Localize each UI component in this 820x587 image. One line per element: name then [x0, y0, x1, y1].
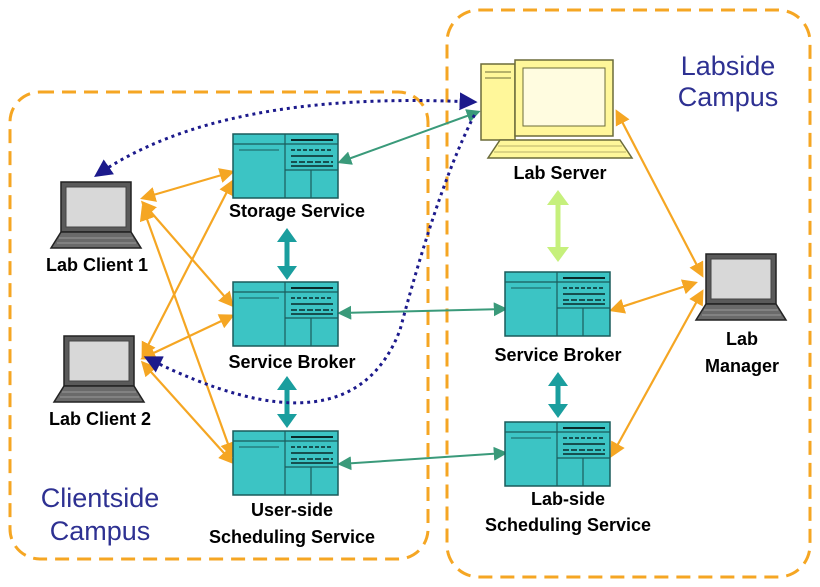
user-scheduling-rack-icon: [232, 430, 339, 496]
teal-vertical-arrows: [277, 228, 568, 428]
lab-client-2-laptop-icon: [53, 335, 145, 403]
service-broker-client-label: Service Broker: [228, 352, 355, 372]
clientside-campus-label-line1: Clientside: [41, 483, 160, 513]
clientside-campus-boundary: [8, 90, 430, 561]
labside-campus-label-line1: Labside: [681, 51, 776, 81]
service-broker-lab-label: Service Broker: [494, 345, 621, 365]
lab-manager-label-line2: Manager: [705, 356, 779, 376]
labside-campus-boundary: [445, 8, 812, 579]
lab-manager-orange-links: [609, 109, 704, 458]
clientside-campus-label-line2: Campus: [50, 516, 151, 546]
storage-service-label: Storage Service: [229, 201, 365, 221]
service-broker-client-rack-icon: [232, 281, 339, 347]
green-links: [337, 109, 508, 471]
service-broker-lab-rack-icon: [504, 271, 611, 337]
labside-campus-label-line2: Campus: [678, 82, 779, 112]
dotted-links: [94, 92, 478, 405]
storage-service-rack-icon: [232, 133, 339, 199]
lab-scheduling-rack-icon: [504, 421, 611, 487]
user-scheduling-label-line2: Scheduling Service: [209, 527, 375, 547]
lab-manager-label-line1: Lab: [726, 329, 758, 349]
lab-client-2-label: Lab Client 2: [49, 409, 151, 429]
lab-client-1-laptop-icon: [50, 181, 142, 249]
lab-server-label: Lab Server: [513, 163, 606, 183]
lab-client-1-label: Lab Client 1: [46, 255, 148, 275]
lab-server-desktop-icon: [480, 59, 634, 159]
lab-manager-laptop-icon: [695, 253, 787, 321]
client-orange-links: [139, 168, 236, 465]
lab-scheduling-label-line2: Scheduling Service: [485, 515, 651, 535]
lab-scheduling-label-line1: Lab-side: [531, 489, 605, 509]
lime-vertical-arrow: [547, 190, 569, 262]
user-scheduling-label-line1: User-side: [251, 500, 333, 520]
